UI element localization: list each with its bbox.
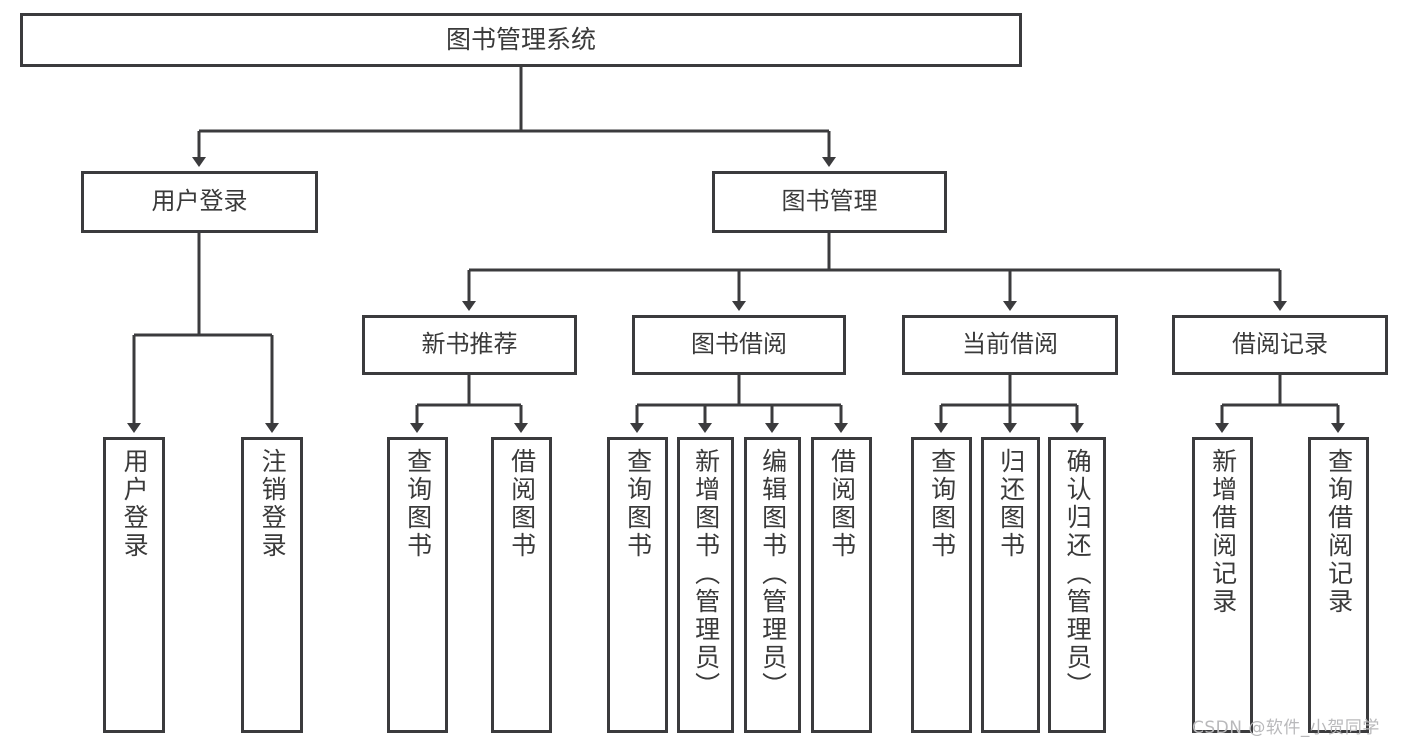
leaf-borrow-borrow-book[interactable]: 借阅图书	[811, 437, 872, 733]
leaf-label: 查询借阅记录	[1324, 448, 1354, 616]
leaf-label: 借阅图书	[827, 448, 857, 560]
node-book-management-label: 图书管理	[781, 187, 878, 216]
node-borrow-record-label: 借阅记录	[1232, 330, 1328, 359]
leaf-user-login-signout[interactable]: 注销登录	[241, 437, 303, 733]
node-user-login[interactable]: 用户登录	[81, 171, 318, 233]
node-root[interactable]: 图书管理系统	[20, 13, 1022, 67]
leaf-recommend-query-book[interactable]: 查询图书	[387, 437, 448, 733]
node-root-label: 图书管理系统	[445, 24, 596, 54]
node-current-borrow-label: 当前借阅	[962, 330, 1058, 359]
leaf-record-query-record[interactable]: 查询借阅记录	[1308, 437, 1369, 733]
leaf-label: 用户登录	[120, 448, 150, 560]
node-current-borrow[interactable]: 当前借阅	[902, 315, 1118, 375]
node-book-borrow-label: 图书借阅	[691, 330, 787, 359]
leaf-label: 新增图书（管理员）	[691, 448, 721, 700]
leaf-recommend-borrow-book[interactable]: 借阅图书	[491, 437, 552, 733]
leaf-label: 注销登录	[258, 448, 288, 560]
leaf-label: 编辑图书（管理员）	[758, 448, 788, 700]
leaf-record-add-record[interactable]: 新增借阅记录	[1192, 437, 1253, 733]
node-book-management[interactable]: 图书管理	[712, 171, 947, 233]
leaf-label: 查询图书	[623, 448, 653, 560]
node-user-login-label: 用户登录	[151, 187, 248, 216]
leaf-current-query-book[interactable]: 查询图书	[911, 437, 972, 733]
leaf-borrow-query-book[interactable]: 查询图书	[607, 437, 668, 733]
leaf-label: 查询图书	[927, 448, 957, 560]
leaf-current-confirm-return-admin[interactable]: 确认归还（管理员）	[1048, 437, 1106, 733]
node-new-book-recommend[interactable]: 新书推荐	[362, 315, 577, 375]
leaf-user-login-signin[interactable]: 用户登录	[103, 437, 165, 733]
node-borrow-record[interactable]: 借阅记录	[1172, 315, 1388, 375]
leaf-label: 查询图书	[403, 448, 433, 560]
leaf-borrow-edit-book-admin[interactable]: 编辑图书（管理员）	[744, 437, 801, 733]
leaf-borrow-add-book-admin[interactable]: 新增图书（管理员）	[677, 437, 734, 733]
csdn-watermark: CSDN @软件_小贺同学	[1192, 718, 1380, 738]
leaf-label: 新增借阅记录	[1208, 448, 1238, 616]
leaf-label: 归还图书	[996, 448, 1026, 560]
node-new-book-recommend-label: 新书推荐	[421, 330, 518, 359]
node-book-borrow[interactable]: 图书借阅	[632, 315, 846, 375]
leaf-label: 确认归还（管理员）	[1063, 448, 1093, 700]
leaf-label: 借阅图书	[507, 448, 537, 560]
leaf-current-return-book[interactable]: 归还图书	[981, 437, 1040, 733]
